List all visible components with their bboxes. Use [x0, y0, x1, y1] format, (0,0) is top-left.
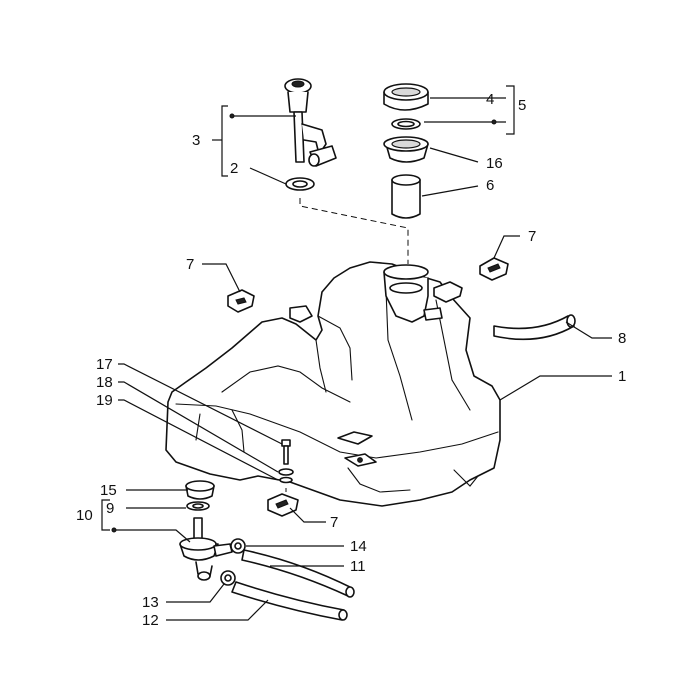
fuel-cap	[383, 83, 429, 111]
tap-nut	[185, 480, 215, 500]
leader-lines	[101, 85, 612, 621]
callout-3: 3	[192, 132, 200, 149]
callout-1: 1	[618, 368, 626, 385]
filler-sleeve	[391, 174, 421, 219]
rubber-pad-bottom	[267, 493, 299, 517]
callout-labels: 1 2 3 4 5 6 7 7 7 8 9 10 11 12 13 14 15 …	[76, 91, 626, 629]
callout-12: 12	[142, 612, 159, 629]
callout-4: 4	[486, 91, 494, 108]
callout-11: 11	[350, 558, 366, 575]
cap-gasket	[391, 118, 421, 130]
sender-o-ring	[285, 177, 315, 191]
hose-clip-13	[220, 570, 236, 586]
rubber-pad-left	[227, 289, 255, 313]
callout-19: 19	[96, 392, 113, 409]
callout-10: 10	[76, 507, 93, 524]
callout-8: 8	[618, 330, 626, 347]
callout-7-right: 7	[528, 228, 536, 245]
assembly-lines	[285, 198, 409, 492]
washer-19	[279, 476, 293, 484]
hose-clip-14	[230, 538, 246, 554]
callout-17: 17	[96, 356, 113, 373]
fuel-hose-11	[241, 549, 355, 598]
callout-9: 9	[106, 500, 114, 517]
fuel-tap	[179, 517, 233, 581]
callout-16: 16	[486, 155, 503, 172]
callout-7-left: 7	[186, 256, 194, 273]
rubber-pad-right	[479, 257, 509, 281]
fuel-hose-12	[231, 581, 348, 621]
fuel-tank	[165, 261, 501, 507]
callout-13: 13	[142, 594, 159, 611]
callout-6: 6	[486, 177, 494, 194]
fuel-level-sender	[284, 78, 337, 167]
filler-neck-ring	[383, 136, 429, 163]
breather-hose	[493, 314, 576, 341]
callout-5: 5	[518, 97, 526, 114]
callout-7-bottom: 7	[330, 514, 338, 531]
callout-2: 2	[230, 160, 238, 177]
mounting-screw	[281, 439, 291, 465]
callout-18: 18	[96, 374, 113, 391]
tap-gasket	[186, 501, 210, 511]
callout-15: 15	[100, 482, 117, 499]
washer-18	[278, 468, 294, 476]
callout-14: 14	[350, 538, 367, 555]
